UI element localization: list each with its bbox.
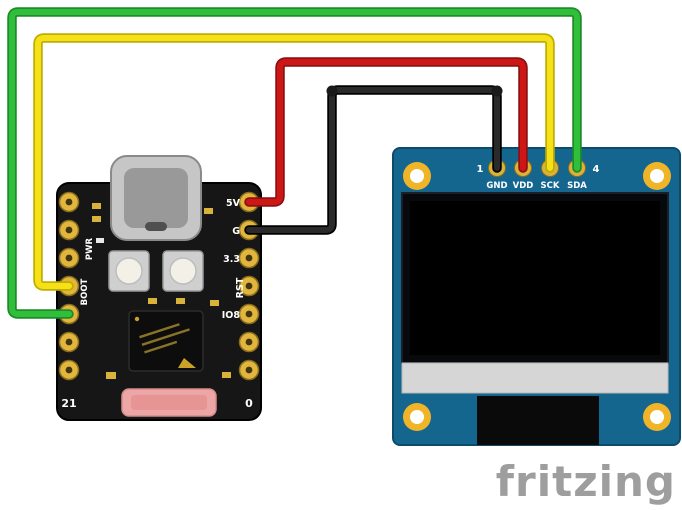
mounting-hole (643, 403, 671, 431)
pin-label-pwr: PWR (85, 237, 95, 260)
oled-glass-edge (401, 362, 669, 394)
oled-pin-number-1: 1 (477, 164, 484, 175)
mounting-hole (643, 162, 671, 190)
wire-vdd-red (246, 59, 526, 205)
pin-pad (58, 191, 80, 213)
oled-pin-label-sck: SCK (541, 181, 560, 191)
wire-bendpoint (491, 85, 503, 97)
pin-label-g: G (232, 226, 240, 237)
usb-slot (145, 222, 167, 231)
pin-pad (58, 219, 80, 241)
boot-button (108, 250, 150, 292)
pin-label-5v: 5V (226, 198, 241, 209)
pin-label-boot: BOOT (80, 278, 90, 305)
pin-pad (238, 247, 260, 269)
usb-inner (124, 168, 188, 228)
board-silkscreen: 5V G 3.3 RST IO8 PWR BOOT 21 0 (61, 198, 253, 410)
oled-screen (410, 201, 660, 355)
pin-pad (58, 331, 80, 353)
oled-module: 1 4 GND VDD SCK SDA (392, 147, 681, 446)
pin-pad (58, 247, 80, 269)
oled-pin-number-4: 4 (593, 164, 600, 175)
wires (7, 7, 582, 319)
antenna (121, 388, 217, 417)
wire-bendpoint (326, 85, 338, 97)
reset-button (162, 250, 204, 292)
mounting-hole (403, 403, 431, 431)
fritzing-watermark: fritzing (496, 457, 676, 506)
esp32-chip (128, 310, 204, 372)
oled-pin-label-sda: SDA (567, 181, 587, 191)
mounting-hole (403, 162, 431, 190)
pin-label-0: 0 (245, 397, 253, 410)
oled-flex-connector (477, 396, 599, 445)
pin-pad (238, 331, 260, 353)
chip-dot (134, 316, 140, 322)
chip-pin1-mark (178, 358, 196, 368)
pin-pad (238, 359, 260, 381)
oled-header: 1 4 GND VDD SCK SDA (477, 159, 600, 191)
chip-marking (139, 323, 190, 354)
wire-sck-yellow (35, 35, 553, 289)
pin-label-rst: RST (235, 277, 246, 298)
usb-c-port (110, 155, 202, 241)
wire-sda-green (9, 9, 580, 317)
pin-pad (58, 359, 80, 381)
pin-pad (238, 303, 260, 325)
pin-label-21: 21 (61, 397, 76, 410)
oled-pin-label-vdd: VDD (513, 181, 534, 191)
smd-components (92, 203, 231, 379)
oled-pin-label-gnd: GND (486, 181, 507, 191)
esp32-board: 5V G 3.3 RST IO8 PWR BOOT 21 0 (56, 155, 262, 421)
pin-label-3v3: 3.3 (223, 254, 240, 265)
pin-label-io8: IO8 (222, 310, 241, 321)
